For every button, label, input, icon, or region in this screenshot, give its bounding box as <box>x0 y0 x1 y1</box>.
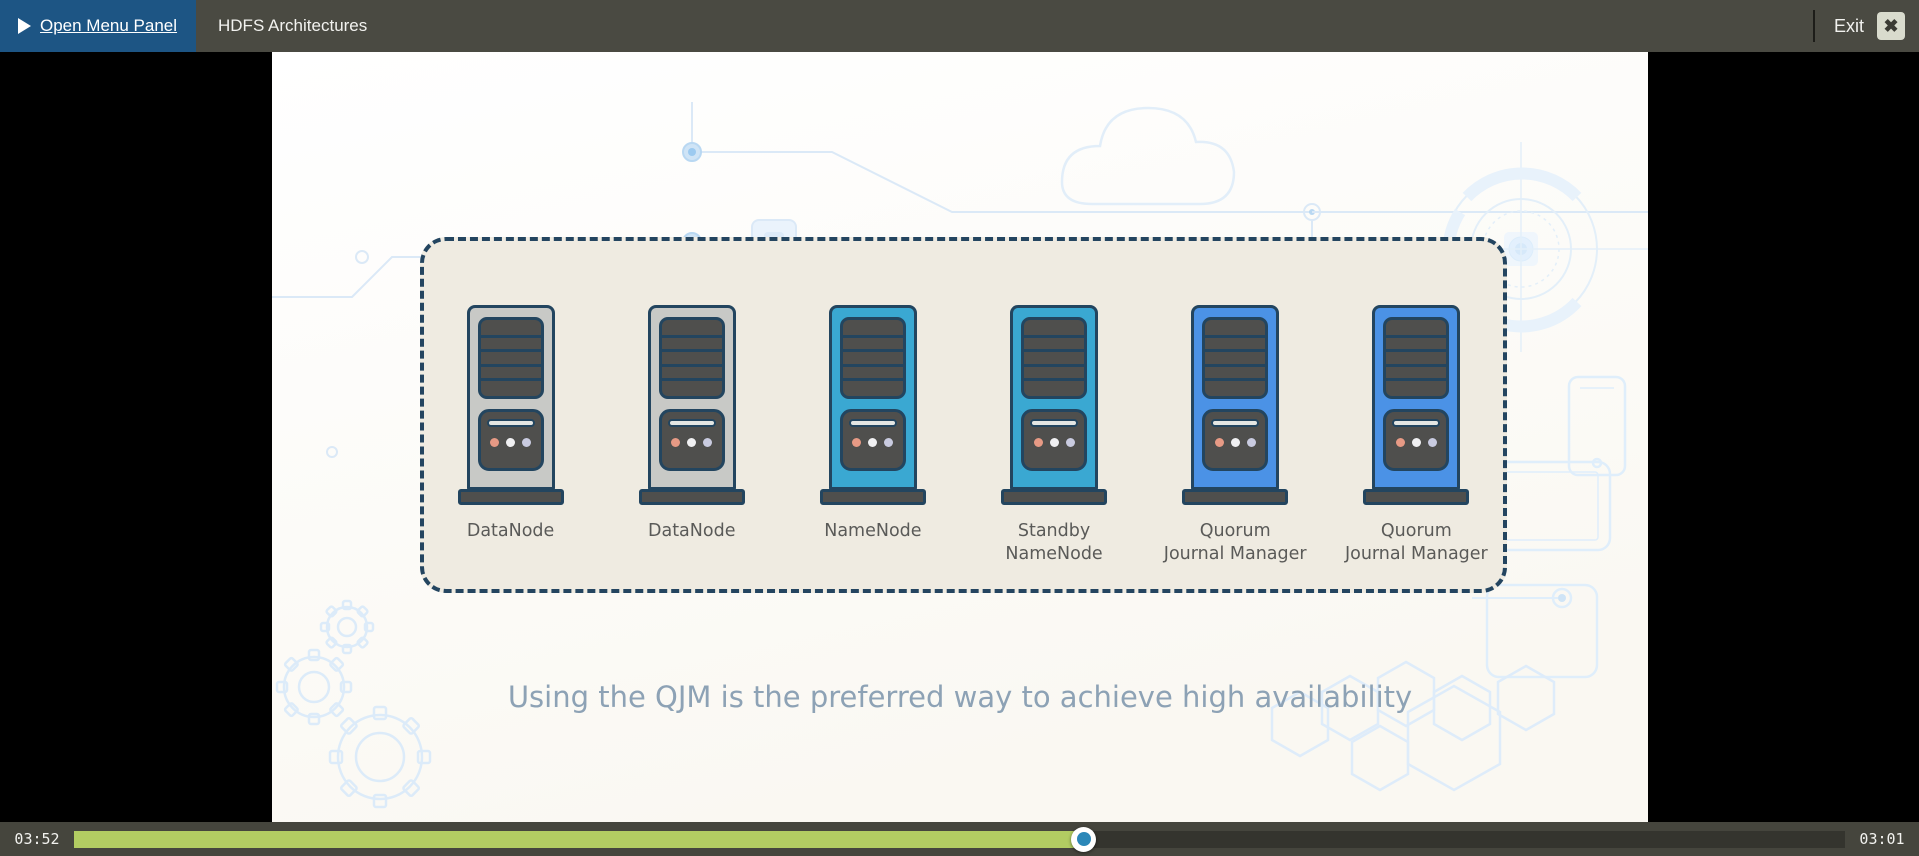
node-standby-namenode: Standby NameNode <box>969 237 1139 567</box>
tower-vents <box>477 317 544 399</box>
tower-base <box>638 489 745 505</box>
node-namenode: NameNode <box>788 237 958 543</box>
drive-slot <box>667 419 716 427</box>
tower-vents <box>1021 317 1088 399</box>
server-tower-icon <box>638 305 745 505</box>
player-controls-bar: 03:52 03:01 <box>0 822 1919 856</box>
node-datanode-2: DataNode <box>607 237 777 543</box>
seek-bar-progress <box>74 830 1084 848</box>
drive-slot <box>848 419 897 427</box>
remaining-time: 03:01 <box>1859 830 1905 848</box>
server-tower-icon <box>1182 305 1289 505</box>
tower-base <box>1001 489 1108 505</box>
top-toolbar: Open Menu Panel HDFS Architectures Exit … <box>0 0 1919 52</box>
seek-bar-handle[interactable] <box>1071 826 1097 852</box>
cluster-container <box>420 237 1507 593</box>
slide-caption: Using the QJM is the preferred way to ac… <box>507 680 1413 714</box>
drive-slot <box>1392 419 1441 427</box>
node-datanode-1: DataNode <box>426 237 596 543</box>
tower-drive-bay <box>1021 409 1088 471</box>
tower-base <box>819 489 926 505</box>
server-tower-icon <box>1001 305 1108 505</box>
gears-cluster <box>275 599 432 809</box>
node-quorum-journal-manager-1: Quorum Journal Manager <box>1150 237 1320 567</box>
cloud-outline <box>1060 106 1236 206</box>
toolbar-right-group: Exit ✖ <box>1812 0 1919 52</box>
close-icon[interactable]: ✖ <box>1877 12 1905 40</box>
phone-outline <box>1567 375 1627 477</box>
node-label: DataNode <box>466 521 555 541</box>
node-quorum-journal-manager-2: Quorum Journal Manager <box>1331 237 1501 567</box>
tower-drive-bay <box>658 409 725 471</box>
node-label: Quorum Journal Manager <box>1344 521 1488 565</box>
elapsed-time: 03:52 <box>14 830 60 848</box>
node-label: Standby NameNode <box>1005 521 1103 565</box>
slide-title: HDFS Architectures <box>218 16 368 35</box>
open-menu-panel-label: Open Menu Panel <box>40 16 178 35</box>
status-leds <box>671 438 713 447</box>
tower-vents <box>839 317 906 399</box>
server-tower-icon <box>1363 305 1470 505</box>
node-label: Quorum Journal Manager <box>1163 521 1307 565</box>
slide-stage: DataNode <box>0 52 1919 822</box>
status-leds <box>1033 438 1075 447</box>
server-node-row: DataNode <box>420 237 1507 593</box>
tower-drive-bay <box>839 409 906 471</box>
tower-drive-bay <box>477 409 544 471</box>
tower-vents <box>1383 317 1450 399</box>
server-tower-icon <box>457 305 564 505</box>
play-triangle-icon <box>18 18 31 34</box>
server-tower-icon <box>819 305 926 505</box>
tower-base <box>1182 489 1289 505</box>
seek-bar-handle-inner <box>1076 832 1091 846</box>
status-leds <box>852 438 894 447</box>
status-leds <box>1395 438 1437 447</box>
tower-base <box>457 489 564 505</box>
tower-drive-bay <box>1383 409 1450 471</box>
tower-vents <box>1202 317 1269 399</box>
exit-button[interactable]: Exit <box>1833 15 1864 36</box>
drive-slot <box>1211 419 1260 427</box>
tower-base <box>1363 489 1470 505</box>
seek-bar[interactable] <box>74 826 1845 852</box>
toolbar-spacer <box>367 0 1813 52</box>
node-label: DataNode <box>648 521 736 541</box>
node-label: NameNode <box>824 521 922 541</box>
drive-slot <box>486 419 535 427</box>
tower-drive-bay <box>1202 409 1269 471</box>
status-leds <box>1214 438 1256 447</box>
rounded-rect-outline <box>1485 583 1599 679</box>
toolbar-divider <box>1812 10 1815 42</box>
status-leds <box>490 438 532 447</box>
drive-slot <box>1030 419 1079 427</box>
tower-vents <box>658 317 725 399</box>
slide-canvas: DataNode <box>272 52 1648 822</box>
hexagon-cluster <box>1270 660 1556 792</box>
open-menu-panel-button[interactable]: Open Menu Panel <box>0 0 196 52</box>
